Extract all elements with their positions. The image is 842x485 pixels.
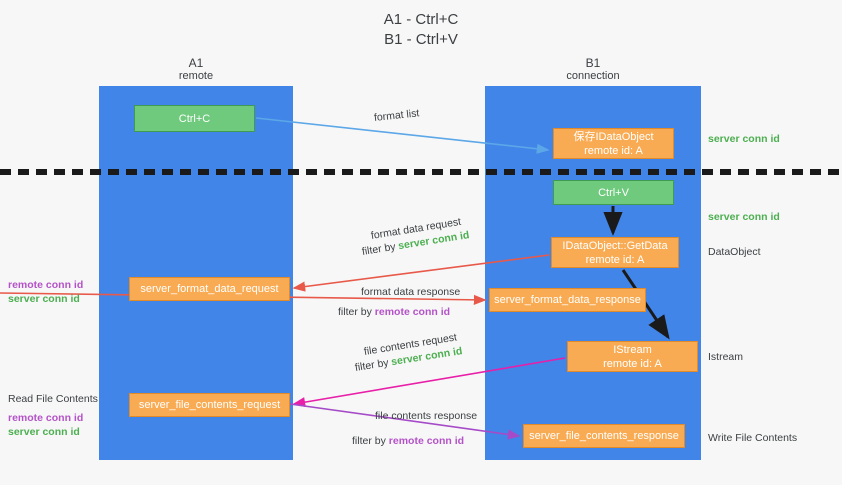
box-file-contents-response-label: server_file_contents_response	[529, 430, 679, 442]
note-filter-by-text-4: filter by	[352, 435, 389, 447]
note-format-data-response-text: format data response	[361, 286, 461, 298]
note-format-data-response: format data response	[361, 285, 460, 299]
label-right-server-conn-id-1: server conn id	[708, 133, 780, 145]
note-filter-by-text-2: filter by	[338, 306, 375, 318]
box-server-format-data-request[interactable]: server_format_data_request	[129, 277, 290, 301]
label-right-server-conn-id-2: server conn id	[708, 211, 780, 223]
note-format-data-response-filter: filter by remote conn id	[338, 305, 450, 319]
label-left-conn-id-pair-2: remote conn id server conn id	[8, 411, 83, 439]
box-format-data-response-label: server_format_data_response	[494, 294, 641, 306]
label-left-conn-id-pair-1: remote conn id server conn id	[8, 278, 83, 306]
note-file-contents-response: file contents response	[375, 409, 477, 423]
note-file-contents-response-filter: filter by remote conn id	[352, 434, 464, 448]
label-istream: Istream	[708, 351, 744, 363]
note-file-contents-response-text: file contents response	[375, 410, 478, 422]
note-filter-by-text-3: filter by	[354, 356, 393, 374]
box-istream-subtitle: remote id: A	[603, 357, 662, 370]
note-remote-conn-id-1: remote conn id	[374, 306, 451, 318]
lane-a1-sub: remote	[178, 70, 214, 82]
box-idataobject[interactable]: 保存IDataObject remote id: A	[553, 128, 674, 159]
box-ctrl-c[interactable]: Ctrl+C	[134, 105, 255, 132]
box-file-contents-request-label: server_file_contents_request	[138, 399, 281, 411]
box-server-file-contents-response[interactable]: server_file_contents_response	[523, 424, 685, 448]
note-filter-by-text-1: filter by	[361, 240, 400, 258]
box-idataobject-title: 保存IDataObject	[573, 130, 654, 143]
note-format-list-text: format list	[373, 107, 420, 124]
label-remote-conn-id-1: remote conn id	[8, 279, 84, 291]
page-title: A1 - Ctrl+C B1 - Ctrl+V	[0, 10, 842, 50]
title-line-1: A1 - Ctrl+C	[383, 11, 459, 28]
lane-a1-name: A1	[188, 56, 204, 70]
label-read-file-contents: Read File Contents	[8, 393, 98, 405]
box-istream-title: IStream	[613, 343, 652, 356]
label-server-conn-id-2: server conn id	[8, 426, 80, 438]
box-ctrl-v[interactable]: Ctrl+V	[553, 180, 674, 205]
label-write-file-contents: Write File Contents	[708, 432, 798, 444]
lane-b1-sub: connection	[566, 70, 620, 82]
lane-header-a1: A1 remote	[136, 57, 256, 83]
label-remote-conn-id-2: remote conn id	[8, 412, 84, 424]
box-getdata-subtitle: remote id: A	[585, 253, 645, 266]
lane-b1-name: B1	[585, 56, 601, 70]
box-server-file-contents-request[interactable]: server_file_contents_request	[129, 393, 290, 417]
box-ctrl-v-label: Ctrl+V	[598, 186, 629, 199]
title-line-2: B1 - Ctrl+V	[384, 31, 458, 48]
box-idataobject-getdata[interactable]: IDataObject::GetData remote id: A	[551, 237, 679, 268]
label-server-conn-id-1: server conn id	[8, 293, 80, 305]
box-getdata-title: IDataObject::GetData	[562, 239, 668, 252]
box-server-format-data-response[interactable]: server_format_data_response	[489, 288, 646, 312]
note-format-list: format list	[373, 106, 420, 125]
lane-header-b1: B1 connection	[533, 57, 653, 83]
note-remote-conn-id-2: remote conn id	[388, 435, 465, 447]
box-idataobject-subtitle: remote id: A	[584, 144, 643, 157]
label-data-object: DataObject	[708, 246, 761, 258]
box-format-data-request-label: server_format_data_request	[140, 283, 279, 295]
box-ctrl-c-label: Ctrl+C	[178, 112, 211, 125]
box-istream[interactable]: IStream remote id: A	[567, 341, 698, 372]
